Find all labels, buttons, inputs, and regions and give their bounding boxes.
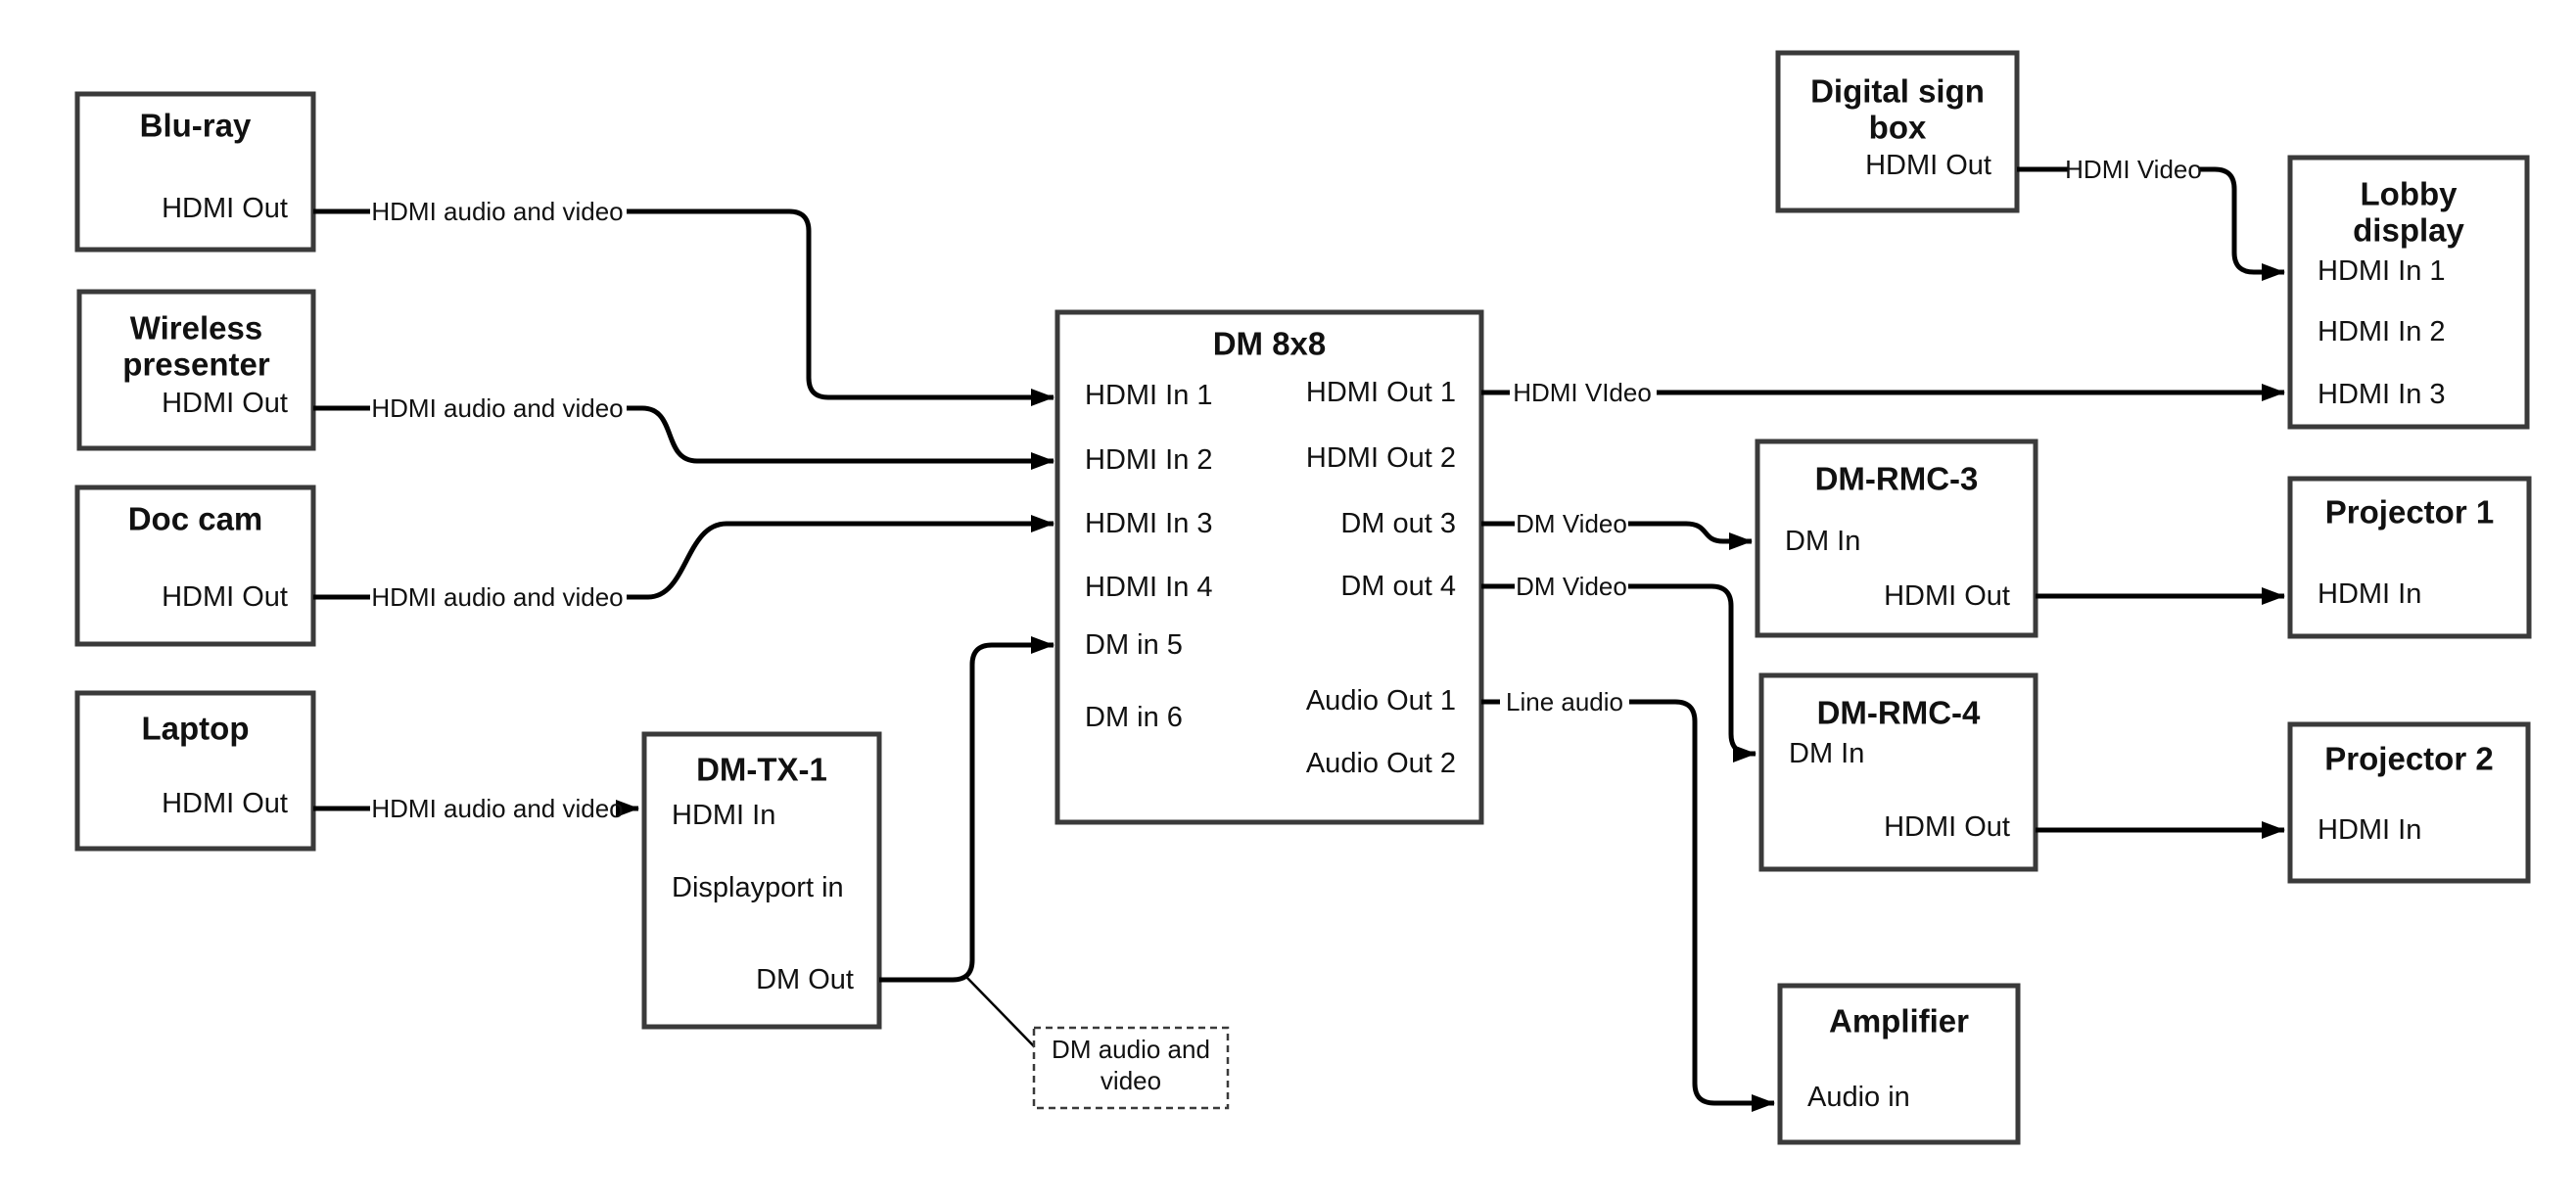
port-lobby-display-hdmi-in-2: HDMI In 2: [2318, 316, 2446, 347]
edge-digitalsign-to-lobby-in1-label: HDMI Video: [2065, 155, 2202, 184]
node-wireless-presenter: [76, 289, 316, 451]
edge-blu-ray-to-dm8x8-in1-label: HDMI audio and video: [371, 197, 623, 226]
note-box-label: video: [1101, 1066, 1161, 1095]
port-doc-cam-hdmi-out: HDMI Out: [162, 581, 288, 613]
node-dm-tx-1-title: DM-TX-1: [696, 752, 827, 788]
node-wireless-presenter-title: presenter: [122, 346, 270, 383]
port-dm-rmc-4-dm-in: DM In: [1789, 738, 1864, 769]
edge-dm8x8-out4-to-dmrmc4-label: DM Video: [1516, 572, 1627, 601]
port-lobby-display-hdmi-in-3: HDMI In 3: [2318, 379, 2446, 410]
port-dm-tx-1-hdmi-in: HDMI In: [672, 800, 775, 831]
port-dm-8x8-dm-out-3: DM out 3: [1340, 508, 1456, 539]
port-dm-8x8-dm-out-4: DM out 4: [1340, 571, 1456, 602]
note-box-label: DM audio and: [1052, 1035, 1210, 1064]
node-lobby-display-title: display: [2353, 212, 2464, 249]
node-doc-cam-title: Doc cam: [128, 501, 263, 537]
node-dm-rmc-3-title: DM-RMC-3: [1815, 461, 1979, 497]
port-projector-2-hdmi-in: HDMI In: [2318, 814, 2421, 846]
port-dm-rmc-3-dm-in: DM In: [1785, 526, 1860, 557]
node-laptop-title: Laptop: [142, 711, 250, 747]
note-box: [1032, 1026, 1230, 1110]
node-digital-sign-box-title: box: [1869, 110, 1927, 146]
edge-dm8x8-audio1-to-amplifier: [1629, 699, 1775, 1112]
node-amplifier: [1777, 983, 2021, 1145]
port-dm-8x8-hdmi-in-2: HDMI In 2: [1085, 444, 1213, 476]
node-dm-rmc-4-title: DM-RMC-4: [1817, 695, 1981, 731]
node-projector-2: [2287, 721, 2531, 884]
port-dm-8x8-hdmi-in-1: HDMI In 1: [1085, 380, 1213, 411]
edge-laptop-to-dmtx1-hdmi-in-label: HDMI audio and video: [371, 794, 623, 823]
node-doc-cam: [74, 485, 316, 647]
edge-dm8x8-audio1-to-amplifier-label: Line audio: [1506, 687, 1623, 716]
node-blu-ray-title: Blu-ray: [140, 108, 252, 144]
node-dm-rmc-4: [1758, 672, 2038, 872]
edge-dm8x8-out1-to-lobby-in3-label: HDMI VIdeo: [1513, 378, 1652, 407]
edge-dm8x8-out3-to-dmrmc3-label: DM Video: [1516, 509, 1627, 538]
node-laptop: [74, 690, 316, 852]
node-amplifier-title: Amplifier: [1829, 1003, 1969, 1039]
edge-doc-cam-to-dm8x8-in3: [627, 515, 1054, 600]
node-wireless-presenter-title: Wireless: [130, 310, 262, 346]
port-wireless-presenter-hdmi-out: HDMI Out: [162, 388, 288, 419]
edge-blu-ray-to-dm8x8-in1: [627, 208, 1054, 406]
edge-dm8x8-out3-to-dmrmc3: [1628, 521, 1753, 550]
port-dm-8x8-dm-in-6: DM in 6: [1085, 702, 1183, 733]
edge-digitalsign-to-lobby-in1: [2199, 166, 2285, 281]
port-dm-8x8-hdmi-in-3: HDMI In 3: [1085, 508, 1213, 539]
port-projector-1-hdmi-in: HDMI In: [2318, 578, 2421, 610]
port-dm-8x8-hdmi-in-4: HDMI In 4: [1085, 572, 1213, 603]
edge-doc-cam-to-dm8x8-in3-label: HDMI audio and video: [371, 582, 623, 612]
port-dm-8x8-dm-in-5: DM in 5: [1085, 629, 1183, 661]
edge-wireless-to-dm8x8-in2-label: HDMI audio and video: [371, 393, 623, 423]
port-dm-rmc-3-hdmi-out: HDMI Out: [1884, 580, 2010, 612]
edge-dmtx1-dmout-to-dm8x8-in5: [879, 636, 1054, 983]
port-dm-8x8-hdmi-out-2: HDMI Out 2: [1306, 442, 1456, 474]
port-dm-8x8-hdmi-out-1: HDMI Out 1: [1306, 377, 1456, 408]
node-projector-2-title: Projector 2: [2324, 741, 2493, 777]
port-dm-8x8-audio-out-2: Audio Out 2: [1306, 748, 1456, 779]
port-dm-8x8-audio-out-1: Audio Out 1: [1306, 685, 1456, 716]
node-dm-rmc-3: [1755, 439, 2038, 638]
port-blu-ray-hdmi-out: HDMI Out: [162, 193, 288, 224]
port-amplifier-audio-in: Audio in: [1807, 1082, 1910, 1113]
port-dm-tx-1-displayport-in: Displayport in: [672, 872, 844, 903]
node-projector-1-title: Projector 1: [2325, 494, 2494, 531]
node-lobby-display: [2287, 155, 2530, 430]
node-lobby-display-title: Lobby: [2361, 176, 2459, 212]
node-dm-8x8: [1054, 309, 1484, 825]
node-digital-sign-box: [1775, 50, 2020, 213]
edge-dm8x8-out4-to-dmrmc4: [1628, 583, 1756, 762]
note-leader-line: [964, 975, 1036, 1048]
port-dm-rmc-4-hdmi-out: HDMI Out: [1884, 811, 2010, 843]
node-dm-8x8-title: DM 8x8: [1213, 326, 1327, 362]
node-digital-sign-box-title: Digital sign: [1810, 73, 1985, 110]
port-lobby-display-hdmi-in-1: HDMI In 1: [2318, 255, 2446, 287]
port-dm-tx-1-dm-out: DM Out: [756, 964, 854, 995]
node-blu-ray: [74, 91, 316, 253]
node-dm-tx-1: [641, 731, 882, 1030]
edge-wireless-to-dm8x8-in2: [627, 405, 1054, 470]
port-laptop-hdmi-out: HDMI Out: [162, 788, 288, 819]
port-digital-sign-box-hdmi-out: HDMI Out: [1865, 150, 1991, 181]
node-projector-1: [2287, 476, 2532, 639]
